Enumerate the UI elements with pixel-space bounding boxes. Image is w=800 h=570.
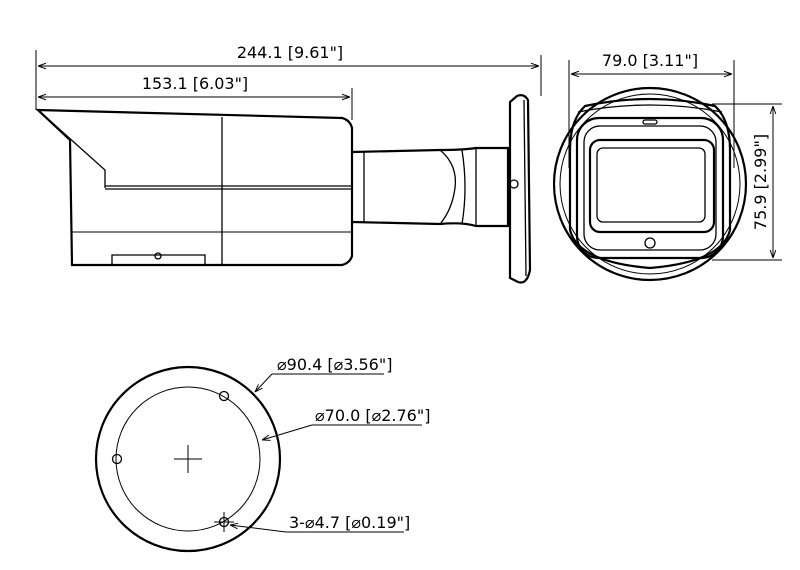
width-label: 79.0 [3.11"] <box>602 51 698 70</box>
height-label: 75.9 [2.99"] <box>751 134 770 230</box>
housing-length-label: 153.1 [6.03"] <box>142 74 248 93</box>
mount-hole-left <box>111 453 123 465</box>
front-housing <box>575 116 725 260</box>
bracket-arm-side <box>351 146 519 228</box>
outer-diameter-leader <box>255 373 273 392</box>
front-screw <box>644 237 656 249</box>
mount-plate-side <box>508 94 532 284</box>
front-sunshield <box>568 97 732 270</box>
mount-base-view: ⌀90.4 [⌀3.56"] ⌀70.0 [⌀2.76"] 3-⌀4.7 [⌀0… <box>94 355 430 553</box>
front-mount-disk <box>552 86 748 282</box>
front-indicator <box>642 119 658 125</box>
overall-length-label: 244.1 [9.61"] <box>237 43 343 62</box>
base-outer-circle <box>94 365 282 553</box>
mount-hole-top <box>218 390 230 402</box>
holes-label: 3-⌀4.7 [⌀0.19"] <box>289 513 410 532</box>
bolt-circle-label: ⌀70.0 [⌀2.76"] <box>315 406 430 425</box>
lens-window <box>588 138 716 234</box>
bolt-circle-leader <box>262 424 313 440</box>
camera-housing-side <box>35 108 354 267</box>
front-view: 79.0 [3.11"] 75.9 [2.99"] <box>552 51 782 282</box>
holes-leader <box>230 525 287 533</box>
side-view: 244.1 [9.61"] 153.1 [6.03"] <box>35 43 542 284</box>
outer-diameter-label: ⌀90.4 [⌀3.56"] <box>277 355 392 374</box>
base-bolt-circle <box>115 386 261 532</box>
